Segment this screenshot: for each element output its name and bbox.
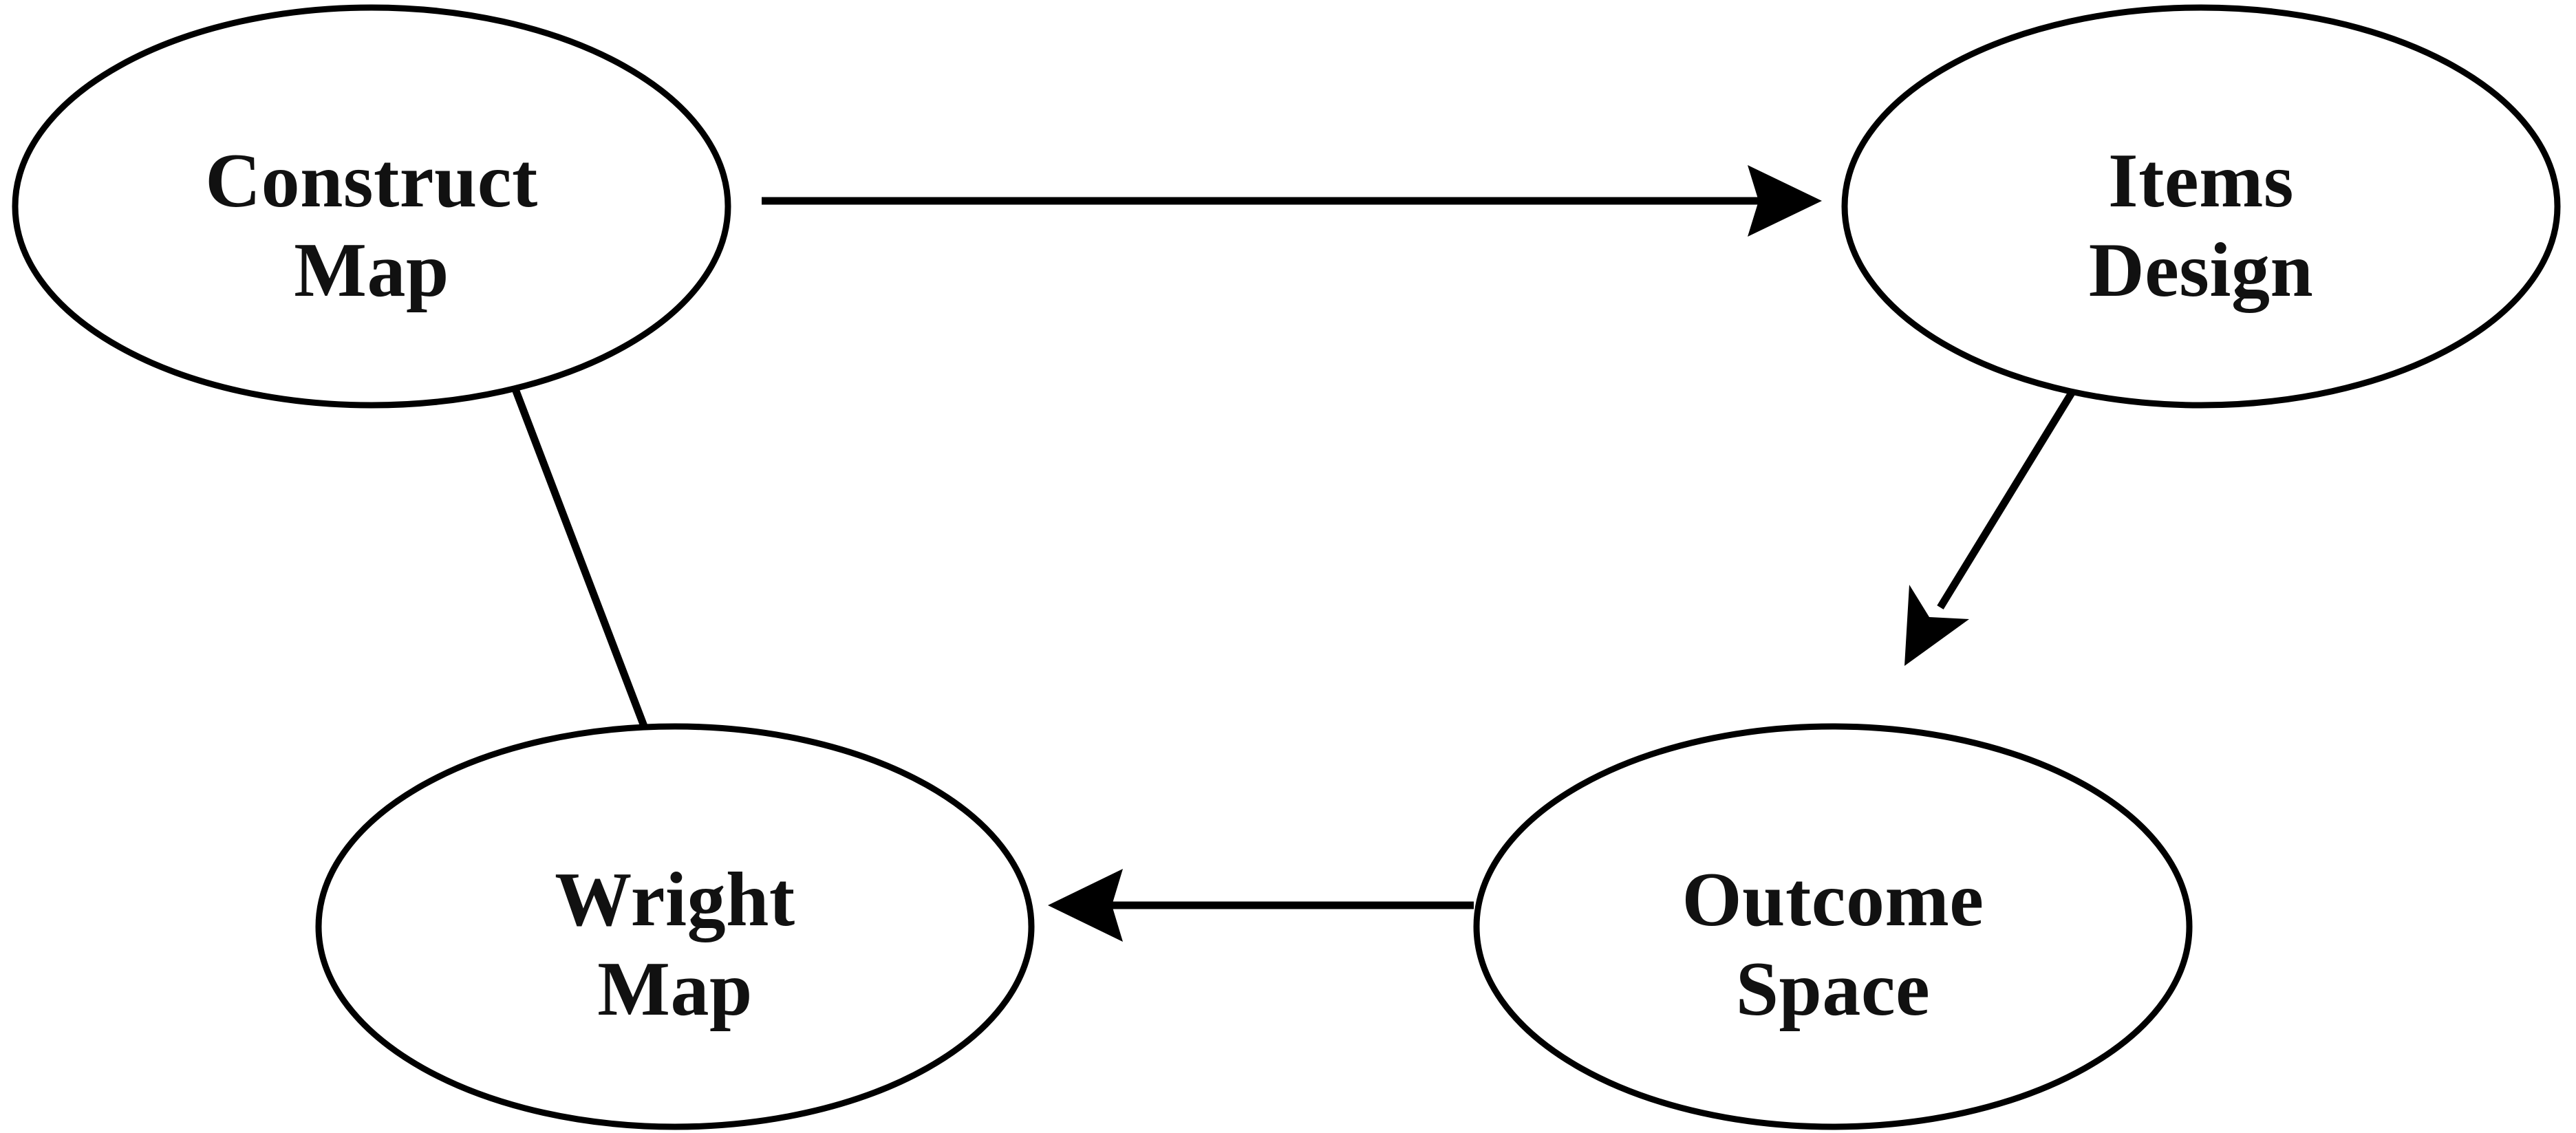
arrowhead-down-left-icon — [1904, 585, 1969, 666]
edge-line-right — [1937, 385, 2079, 609]
node-construct-map-shape — [12, 4, 731, 409]
edge-outcome-space-to-wright-map[interactable] — [1048, 869, 1474, 942]
node-wright-map-shape — [315, 723, 1035, 1130]
node-outcome-space[interactable]: Outcome Space — [1473, 723, 2193, 1130]
node-construct-map-label-line1: Construct — [205, 138, 538, 224]
arrowhead-right-icon — [1748, 165, 1822, 237]
node-items-design-label-line1: Items — [2108, 138, 2294, 224]
node-items-design-label-line2: Design — [2089, 228, 2314, 313]
edge-items-design-to-outcome-space[interactable] — [1904, 385, 2079, 666]
node-construct-map[interactable]: Construct Map — [12, 4, 731, 409]
node-outcome-space-label-line1: Outcome — [1682, 857, 1984, 942]
edge-construct-map-to-items-design[interactable] — [762, 165, 1822, 237]
node-wright-map-label-line2: Map — [597, 947, 753, 1032]
node-construct-map-label-line2: Map — [294, 228, 449, 313]
node-items-design[interactable]: Items Design — [1841, 4, 2561, 409]
node-outcome-space-shape — [1473, 723, 2193, 1130]
node-wright-map-label-line1: Wright — [555, 857, 795, 942]
edge-line-left — [504, 368, 660, 758]
node-wright-map[interactable]: Wright Map — [315, 723, 1035, 1130]
arrowhead-left-icon — [1048, 869, 1123, 942]
node-items-design-shape — [1841, 4, 2561, 409]
node-outcome-space-label-line2: Space — [1736, 947, 1931, 1032]
